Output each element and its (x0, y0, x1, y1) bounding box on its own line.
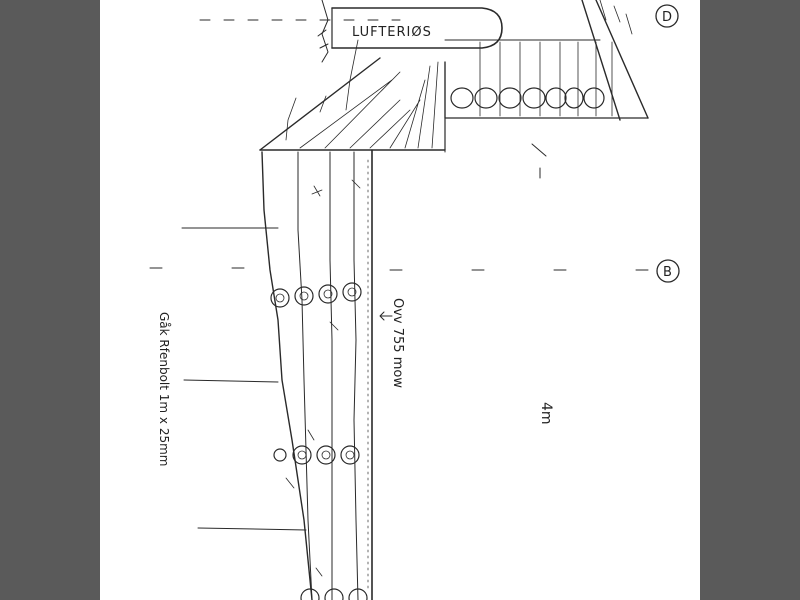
marker-d-label: D (662, 10, 672, 25)
upper-hatched-wall (259, 39, 446, 151)
log-end-row (450, 87, 605, 109)
spec-label: Gåk Rfenbolt 1m x 25mm (157, 312, 171, 466)
spec-annotation: Gåk Rfenbolt 1m x 25mm (157, 312, 171, 466)
log-end-cluster-bottom (300, 588, 368, 600)
right-dashed-lines (149, 143, 661, 271)
scanned-page: LUFTERIØS (100, 0, 700, 600)
lufteriss-box: LUFTERIØS (331, 7, 503, 49)
twig-marks (317, 0, 329, 63)
sketch-drawing: LUFTERIØS (149, 0, 680, 600)
marker-b-label: B (663, 265, 672, 280)
log-end-cluster-lower (273, 445, 360, 465)
width-label: 4m (538, 402, 554, 425)
marker-b: B (656, 259, 680, 283)
leader-lines (181, 227, 307, 531)
height-dimension: Ovv 755 mow (379, 298, 405, 388)
marker-d: D (655, 4, 679, 28)
lufteriss-label: LUFTERIØS (352, 25, 432, 40)
right-hatched-wall (444, 0, 649, 121)
log-end-cluster-upper (270, 282, 362, 308)
main-wall (261, 149, 446, 600)
height-label: Ovv 755 mow (390, 298, 405, 388)
width-annotation: 4m (538, 402, 554, 425)
